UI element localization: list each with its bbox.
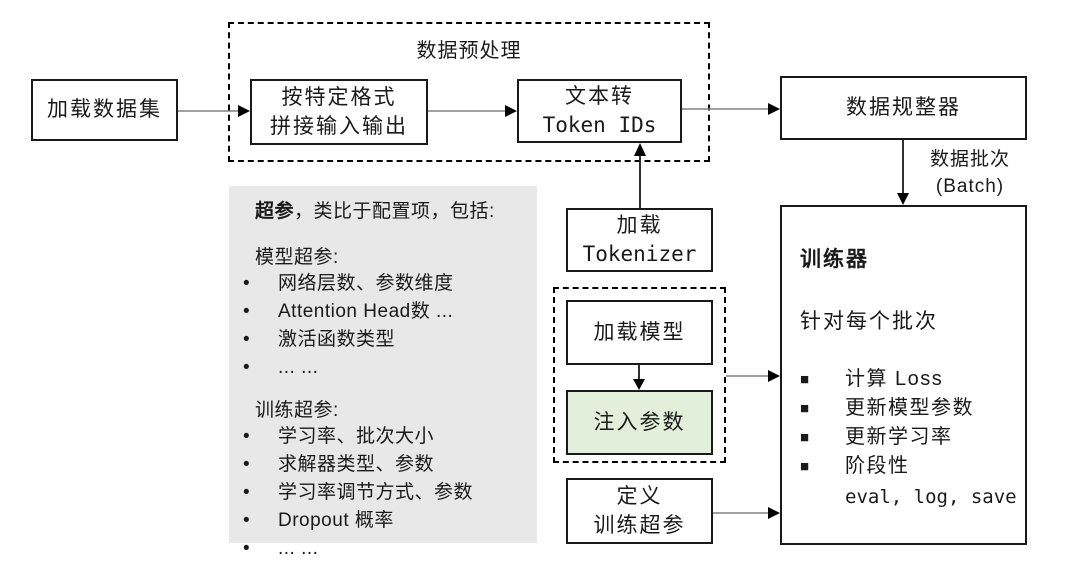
group-data-preprocessing-label: 数据预处理: [416, 40, 522, 62]
group-model-setup: [553, 287, 726, 463]
note-intro-rest: ，类比于配置项，包括:: [294, 201, 495, 222]
trainer-step: ■ 计算 Loss: [800, 365, 974, 394]
note-model-list: •网络层数、参数维度 •Attention Head数 ... •激活函数类型 …: [229, 270, 537, 382]
trainer-subtitle: 针对每个批次: [800, 310, 938, 333]
node-load-model-label: 加载模型: [593, 320, 686, 344]
square-bullet-icon: ■: [800, 429, 811, 446]
note-model-item: • 网络层数、参数维度: [229, 270, 537, 298]
node-inject-params: 注入参数: [566, 390, 713, 455]
node-load-dataset: 加载数据集: [31, 79, 178, 141]
node-define-hyperparams-line1: 定义: [616, 485, 663, 508]
edge-label-batch: 数据批次 (Batch): [912, 146, 1028, 200]
dot-bullet-icon: •: [243, 329, 251, 350]
note-model-item: • Attention Head数 ...: [229, 298, 537, 326]
node-load-dataset-label: 加载数据集: [47, 98, 162, 121]
dot-bullet-icon: •: [243, 301, 251, 322]
square-bullet-icon: ■: [800, 458, 811, 475]
node-define-hyperparams-line2: 训练超参: [593, 514, 686, 537]
note-train-item: • Dropout 概率: [229, 507, 537, 535]
note-train-item: • ... ...: [229, 535, 537, 563]
note-model-item-label: 网络层数、参数维度: [278, 273, 454, 294]
dot-bullet-icon: •: [243, 510, 251, 531]
note-model-item-label: ... ...: [278, 357, 319, 378]
trainer-step: ■ 更新学习率: [800, 423, 974, 452]
node-trainer: 训练器 针对每个批次 ■计算 Loss ■更新模型参数 ■更新学习率 ■阶段性 …: [780, 205, 1027, 545]
edge-label-batch-line1: 数据批次: [929, 149, 1010, 170]
square-bullet-icon: ■: [800, 400, 811, 417]
note-train-item-label: Dropout 概率: [278, 510, 394, 531]
node-data-collator-label: 数据规整器: [846, 96, 961, 119]
group-data-preprocessing: 数据预处理: [228, 22, 710, 162]
arrow-collator-to-trainer: [897, 140, 909, 205]
note-model-header: 模型超参:: [255, 247, 339, 268]
node-text-to-token-ids-line2: Token IDs: [542, 113, 657, 137]
note-train-item-label: 学习率、批次大小: [278, 426, 435, 447]
note-train-item: • 学习率调节方式、参数: [229, 479, 537, 507]
trainer-step-list: ■ 计算 Loss ■ 更新模型参数 ■ 更新学习率 ■ 阶段性: [800, 365, 974, 481]
note-intro-term: 超参: [255, 201, 295, 222]
square-bullet-icon: ■: [800, 371, 811, 388]
node-data-collator: 数据规整器: [780, 76, 1027, 140]
node-load-model: 加载模型: [566, 300, 713, 365]
node-load-tokenizer-line1: 加载: [616, 214, 663, 237]
node-format-concat-line1: 按特定格式: [281, 86, 397, 109]
trainer-title: 训练器: [800, 248, 869, 271]
node-format-concat: 按特定格式 拼接输入输出: [250, 79, 428, 145]
node-format-concat-line2: 拼接输入输出: [270, 115, 408, 138]
note-model-item-label: Attention Head数 ...: [278, 301, 454, 322]
node-text-to-token-ids-line1: 文本转: [565, 85, 634, 108]
arrow-hyperparams-to-trainer: [713, 507, 780, 519]
dot-bullet-icon: •: [243, 426, 251, 447]
node-define-hyperparams: 定义 训练超参: [566, 478, 713, 544]
note-intro: 超参，类比于配置项，包括:: [255, 196, 495, 223]
note-train-item-label: ... ...: [278, 538, 319, 559]
dot-bullet-icon: •: [243, 357, 251, 378]
dot-bullet-icon: •: [243, 538, 251, 559]
node-text-to-token-ids: 文本转 Token IDs: [517, 79, 682, 143]
note-train-item-label: 学习率调节方式、参数: [278, 482, 474, 503]
note-train-list: • 学习率、批次大小 • 求解器类型、参数 • 学习率调节方式、参数 • Dropout…: [229, 423, 537, 563]
note-model-item-label: 激活函数类型: [278, 329, 396, 350]
note-train-item: • 学习率、批次大小: [229, 423, 537, 451]
note-train-header: 训练超参:: [255, 400, 339, 421]
node-load-tokenizer: 加载 Tokenizer: [566, 208, 713, 272]
dot-bullet-icon: •: [243, 482, 251, 503]
trainer-step-label: 阶段性: [845, 455, 910, 477]
trainer-step-label: 更新模型参数: [845, 397, 974, 419]
note-model-item: • ... ...: [229, 354, 537, 382]
note-model-item: • 激活函数类型: [229, 326, 537, 354]
note-train-item: • 求解器类型、参数: [229, 451, 537, 479]
trainer-periodic-actions: eval, log, save: [845, 486, 1017, 508]
node-load-tokenizer-line2: Tokenizer: [582, 242, 697, 266]
edge-label-batch-line2: (Batch): [935, 176, 1005, 197]
trainer-step-label: 计算 Loss: [845, 368, 944, 390]
trainer-step: ■ 阶段性: [800, 452, 974, 481]
node-inject-params-label: 注入参数: [593, 410, 686, 434]
arrow-modelgroup-to-trainer: [726, 370, 780, 382]
note-train-item-label: 求解器类型、参数: [278, 454, 435, 475]
dot-bullet-icon: •: [243, 454, 251, 475]
dot-bullet-icon: •: [243, 273, 251, 294]
trainer-step: ■ 更新模型参数: [800, 394, 974, 423]
hyperparam-note: 超参，类比于配置项，包括: 模型超参: • 网络层数、参数维度 • Attentio…: [229, 186, 537, 559]
trainer-step-label: 更新学习率: [845, 426, 953, 448]
